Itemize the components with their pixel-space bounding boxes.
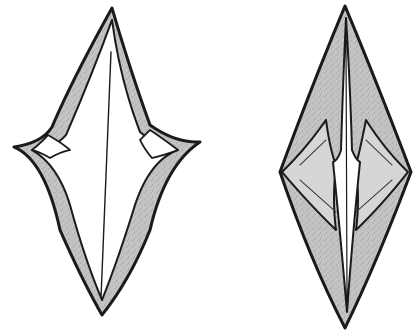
origami-step-left [14, 8, 200, 315]
origami-step-right [280, 6, 411, 328]
paper-front-face [32, 20, 178, 300]
